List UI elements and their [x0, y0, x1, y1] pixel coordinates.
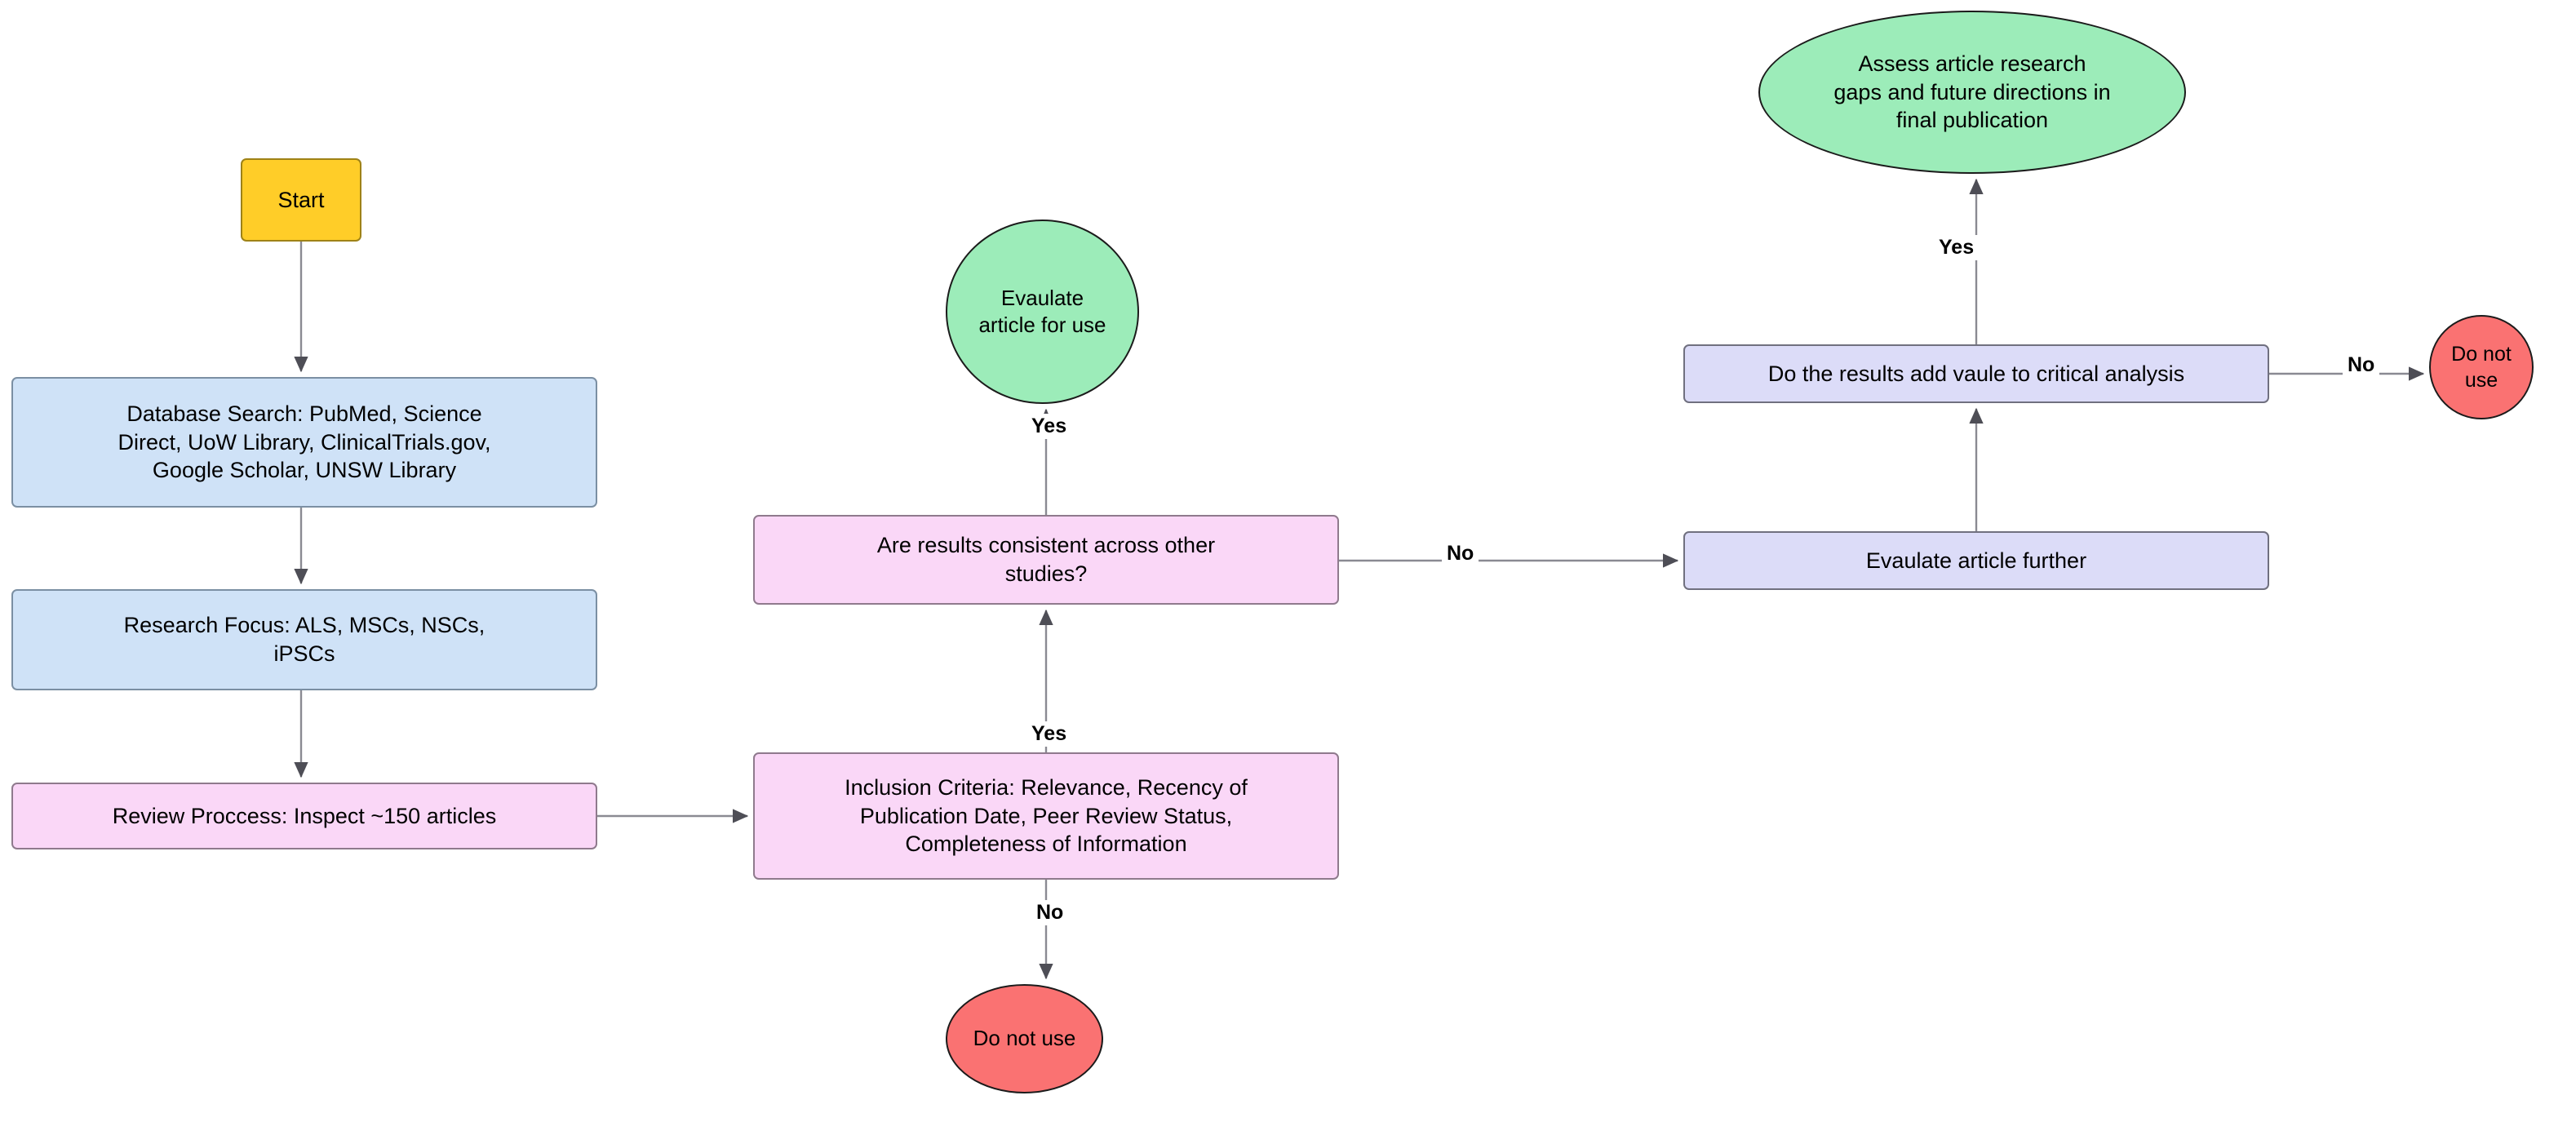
- node-evaluate-article-further[interactable]: Evaulate article further: [1683, 531, 2269, 590]
- edge-label-yes-value: Yes: [1934, 235, 1980, 260]
- node-inclusion-criteria[interactable]: Inclusion Criteria: Relevance, Recency o…: [753, 752, 1339, 880]
- node-review-process[interactable]: Review Proccess: Inspect ~150 articles: [11, 783, 597, 849]
- node-evaluate-article-further-label: Evaulate article further: [1865, 548, 2087, 573]
- node-review-process-label: Review Proccess: Inspect ~150 articles: [112, 803, 497, 828]
- node-results-consistent-label: Are results consistent across other stud…: [876, 533, 1216, 586]
- node-assess-gaps[interactable]: Assess article research gaps and future …: [1758, 11, 2186, 174]
- node-start-label: Start: [277, 187, 325, 212]
- node-do-not-use-bottom[interactable]: Do not use: [946, 984, 1103, 1093]
- edge-label-no-consistent: No: [1442, 541, 1479, 566]
- node-do-not-use-right-label: Do not use: [2451, 343, 2512, 392]
- node-results-add-value[interactable]: Do the results add vaule to critical ana…: [1683, 344, 2269, 403]
- node-start[interactable]: Start: [241, 158, 361, 242]
- node-assess-gaps-label: Assess article research gaps and future …: [1833, 51, 2111, 133]
- node-evaluate-article-for-use[interactable]: Evaulate article for use: [946, 220, 1139, 404]
- node-database-search-label: Database Search: PubMed, Science Direct,…: [117, 401, 491, 483]
- node-research-focus[interactable]: Research Focus: ALS, MSCs, NSCs, iPSCs: [11, 589, 597, 690]
- node-results-consistent[interactable]: Are results consistent across other stud…: [753, 515, 1339, 605]
- edge-label-no-inclusion: No: [1031, 900, 1069, 925]
- node-results-add-value-label: Do the results add vaule to critical ana…: [1767, 361, 2185, 386]
- node-inclusion-criteria-label: Inclusion Criteria: Relevance, Recency o…: [845, 775, 1248, 857]
- node-research-focus-label: Research Focus: ALS, MSCs, NSCs, iPSCs: [123, 613, 485, 666]
- edge-label-no-value: No: [2343, 353, 2380, 378]
- edge-label-yes-consistent: Yes: [1026, 414, 1072, 439]
- node-do-not-use-bottom-label: Do not use: [973, 1026, 1076, 1051]
- edge-label-yes-inclusion: Yes: [1026, 721, 1072, 747]
- node-do-not-use-right[interactable]: Do not use: [2429, 315, 2534, 419]
- node-evaluate-article-for-use-label: Evaulate article for use: [978, 285, 1106, 337]
- node-database-search[interactable]: Database Search: PubMed, Science Direct,…: [11, 377, 597, 508]
